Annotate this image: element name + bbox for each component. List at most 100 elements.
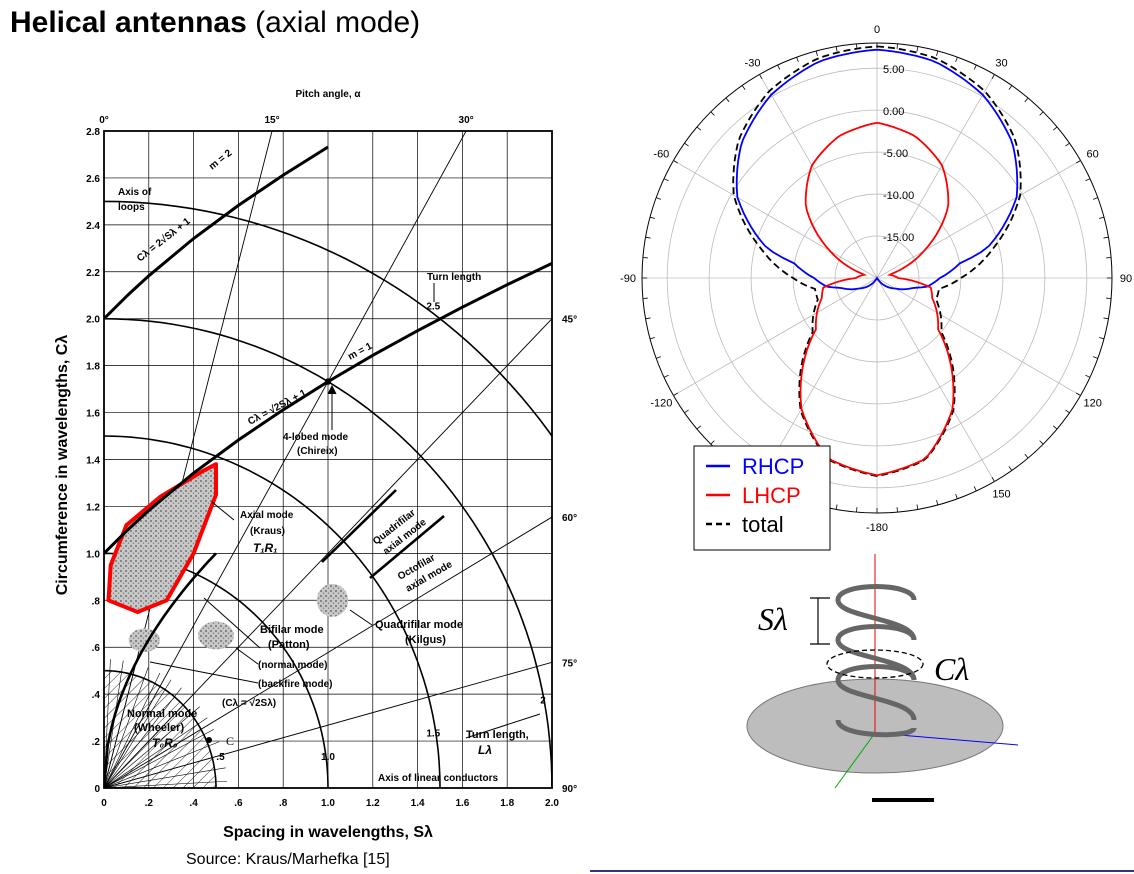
turn-length-label: 1.5 <box>426 728 440 739</box>
series-m1 <box>104 261 552 555</box>
x-tick-label: 1.0 <box>321 798 335 809</box>
polar-tick <box>1008 466 1013 471</box>
annotation-turn-length-l-2: Lλ <box>478 743 492 757</box>
polar-spoke <box>876 74 995 279</box>
annotation-4-lobed-mode-1: 4-lobed mode <box>283 432 348 443</box>
annotation-axis-of-loops-1: Axis of <box>118 187 152 198</box>
x-tick-label: 2.0 <box>545 798 559 809</box>
y-tick-label: 2.6 <box>86 174 100 185</box>
slide-title-subtitle: (axial mode) <box>246 6 421 39</box>
annotation-quadrifilar-mode-1: Quadrifilar mode <box>375 619 463 631</box>
x-tick-label: 1.6 <box>455 798 469 809</box>
y-axis <box>834 732 876 789</box>
hatch-ray <box>104 780 228 788</box>
polar-tick <box>1024 97 1029 103</box>
polar-tick <box>835 46 838 52</box>
x-tick-label: 0 <box>101 798 107 809</box>
polar-tick <box>936 50 939 56</box>
polar-tick <box>710 440 715 445</box>
polar-spoke <box>876 277 1081 396</box>
footer-rule <box>590 870 1134 872</box>
pitch-tick-label-right: 90° <box>562 784 577 795</box>
polar-spoke <box>759 74 878 279</box>
polar-tick <box>1092 356 1098 359</box>
y-tick-label: 1.6 <box>86 409 100 420</box>
annotation-quadrifilar-mode-2: (Kilgus) <box>405 634 446 646</box>
mode-chart-ylabel: Circumference in wavelengths, Cλ <box>54 335 71 596</box>
y-tick-label: 2.2 <box>86 268 100 279</box>
polar-tick <box>955 493 958 499</box>
polar-tick <box>991 476 995 482</box>
polar-series-rhcp <box>735 48 1019 291</box>
circumference-label: Cλ <box>934 651 969 687</box>
polar-angle-label: 30 <box>995 57 1007 69</box>
polar-tick <box>1103 236 1109 239</box>
polar-tick <box>741 85 746 90</box>
y-tick-label: 1.8 <box>86 362 100 373</box>
pitch-tick-label-right: 45° <box>562 315 577 326</box>
polar-angle-label: 90 <box>1120 273 1132 285</box>
annotation-formula-m1: Cλ = √2Sλ + 1 <box>246 387 308 427</box>
mode-chart-title: Pitch angle, α <box>295 89 361 100</box>
y-tick-label: 2.0 <box>86 315 100 326</box>
annotation-axial-mode-1: Axial mode <box>240 510 294 521</box>
x-tick-label: 1.8 <box>500 798 514 809</box>
point-c-marker <box>206 737 212 743</box>
polar-tick <box>991 74 995 80</box>
polar-tick <box>656 356 662 359</box>
polar-radial-label: -10.00 <box>883 190 914 202</box>
polar-tick <box>1085 374 1091 378</box>
polar-tick <box>645 236 651 239</box>
x-tick-label: .8 <box>279 798 288 809</box>
polar-tick <box>684 409 689 414</box>
slide-title: Helical antennas (axial mode) <box>10 6 420 40</box>
hatch-ray <box>104 706 200 788</box>
axial-mode-region <box>106 462 218 614</box>
polar-spoke <box>673 277 878 396</box>
polar-spoke <box>876 277 995 482</box>
pitch-label: Sλ <box>758 601 788 637</box>
x-tick-label: .6 <box>234 798 243 809</box>
y-tick-label: .6 <box>92 643 101 654</box>
annotation-bifilar-mode-1: Bifilar mode <box>260 624 324 636</box>
polar-labels: 0306090120150-180-120-90-60-305.000.00-5… <box>620 24 1132 534</box>
circumference-marker <box>826 649 924 679</box>
hatch-ray <box>104 767 226 788</box>
annotation-arrows <box>149 283 541 739</box>
polar-tick <box>673 160 679 164</box>
annotation-m-equals-2: m = 2 <box>207 148 234 173</box>
polar-radial-label: -15.00 <box>883 232 914 244</box>
hatch-ray <box>104 687 182 788</box>
legend-label-rhcp: RHCP <box>742 454 804 479</box>
polar-tick <box>1052 425 1058 430</box>
source-caption: Source: Kraus/Marhefka [15] <box>186 851 390 868</box>
polar-tick <box>835 504 838 510</box>
hatch-ray <box>104 667 149 788</box>
polar-tick <box>936 500 939 506</box>
hatch-ray <box>104 717 208 788</box>
x-tick-label: .2 <box>145 798 154 809</box>
pitch-angle-rays <box>104 131 552 788</box>
polar-tick <box>649 216 655 219</box>
mode-chart-xlabel: Spacing in wavelengths, Sλ <box>223 824 433 841</box>
annotation-normal-mode-paren: (normal mode) <box>258 660 327 671</box>
polar-tick <box>673 392 679 396</box>
double-arrows <box>321 489 445 579</box>
y-tick-label: 2.4 <box>86 221 100 232</box>
pitch-tick-label-right: 75° <box>562 658 577 669</box>
polar-tick <box>955 57 958 63</box>
annotation-normal-mode-2: (Wheeler) <box>134 722 184 734</box>
pitch-ray <box>104 131 467 788</box>
x-tick-label: 1.2 <box>366 798 380 809</box>
polar-angle-label: 120 <box>1083 398 1101 410</box>
annotation-axis-of-loops-2: loops <box>118 202 145 213</box>
polar-tick <box>916 46 919 52</box>
polar-grid <box>641 42 1113 514</box>
turn-length-label: 2 <box>540 696 546 707</box>
series-sqrt2s <box>104 552 217 788</box>
polar-radial-label: -5.00 <box>883 148 908 160</box>
polar-tick <box>1085 178 1091 182</box>
polar-tick <box>663 178 669 182</box>
polar-tick <box>1075 160 1081 164</box>
polar-angle-label: -90 <box>620 273 636 285</box>
